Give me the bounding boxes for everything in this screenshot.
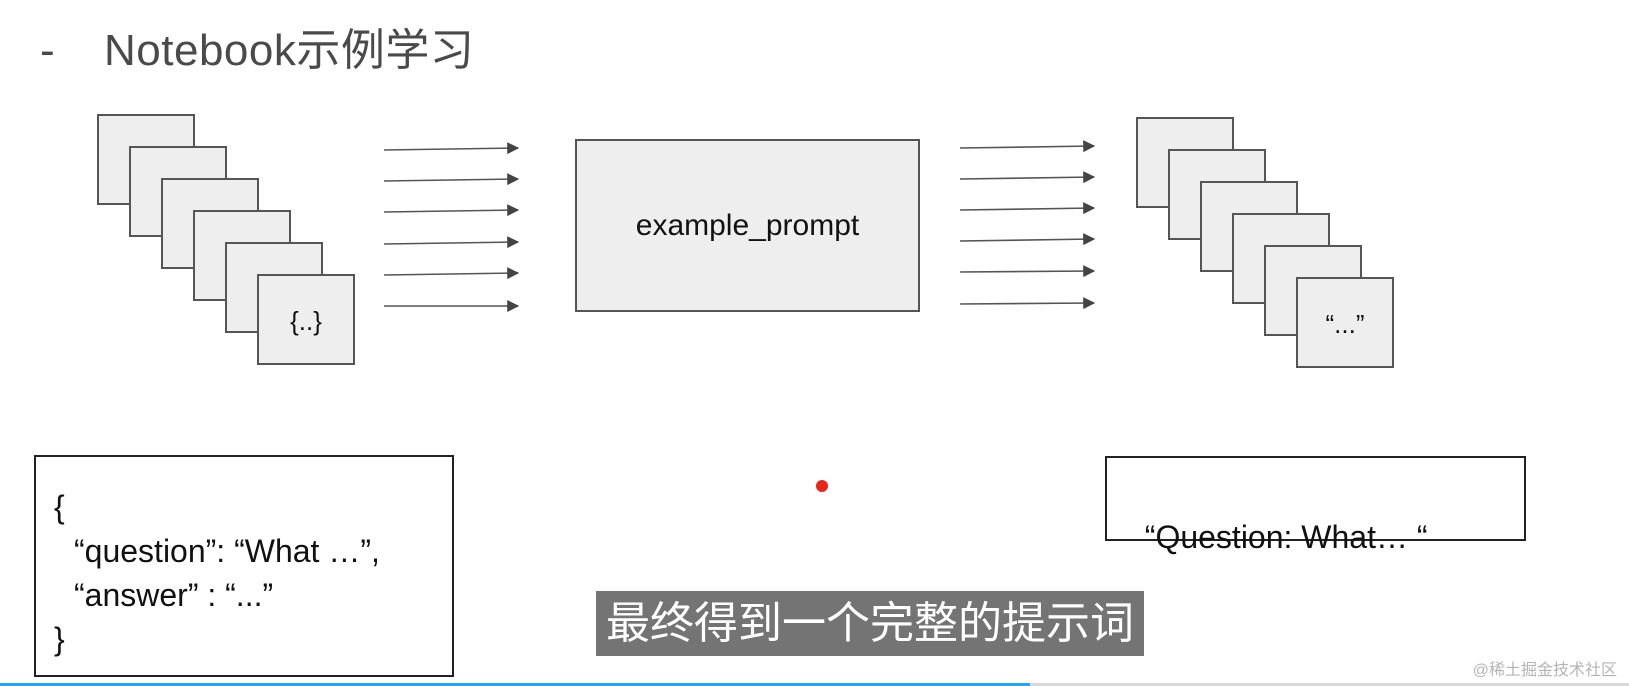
arrow xyxy=(959,140,1096,153)
arrow xyxy=(959,171,1096,184)
input-card-front: {..} xyxy=(257,274,355,365)
output-arrows xyxy=(959,140,1096,310)
output-card-front: “...” xyxy=(1296,277,1394,368)
example-prompt-box: example_prompt xyxy=(575,139,920,312)
bullet-dash: - xyxy=(40,26,56,75)
output-card-label: “...” xyxy=(1325,309,1365,339)
video-subtitle: 最终得到一个完整的提示词 xyxy=(596,591,1144,656)
input-card-label: {..} xyxy=(290,306,322,336)
result-example-box: “Question: What… “ xyxy=(1105,456,1526,555)
arrow xyxy=(959,297,1096,310)
json-line: “answer” : “...” xyxy=(74,577,274,613)
slide-title-text: Notebook示例学习 xyxy=(104,26,475,75)
arrow xyxy=(959,265,1096,278)
json-line: { xyxy=(54,489,65,525)
watermark: @稀土掘金技术社区 xyxy=(1472,662,1617,679)
video-progress-bar[interactable] xyxy=(0,683,1629,686)
arrow xyxy=(383,236,520,249)
video-progress-fill xyxy=(0,683,1030,686)
arrow xyxy=(383,142,520,155)
arrow xyxy=(959,202,1096,215)
input-arrows xyxy=(383,142,520,312)
slide-title: -Notebook示例学习 xyxy=(40,14,474,78)
example-prompt-label: example_prompt xyxy=(635,208,860,242)
result-example-text: “Question: What… “ xyxy=(1144,519,1428,555)
json-line: } xyxy=(54,621,65,657)
arrow xyxy=(383,267,520,280)
arrow xyxy=(959,233,1096,246)
arrow xyxy=(383,173,520,186)
laser-pointer-dot xyxy=(816,480,828,492)
arrow xyxy=(383,204,520,217)
json-example-box: { “question”: “What …”, “answer” : “...”… xyxy=(34,455,454,677)
json-line: “question”: “What …”, xyxy=(74,533,380,569)
